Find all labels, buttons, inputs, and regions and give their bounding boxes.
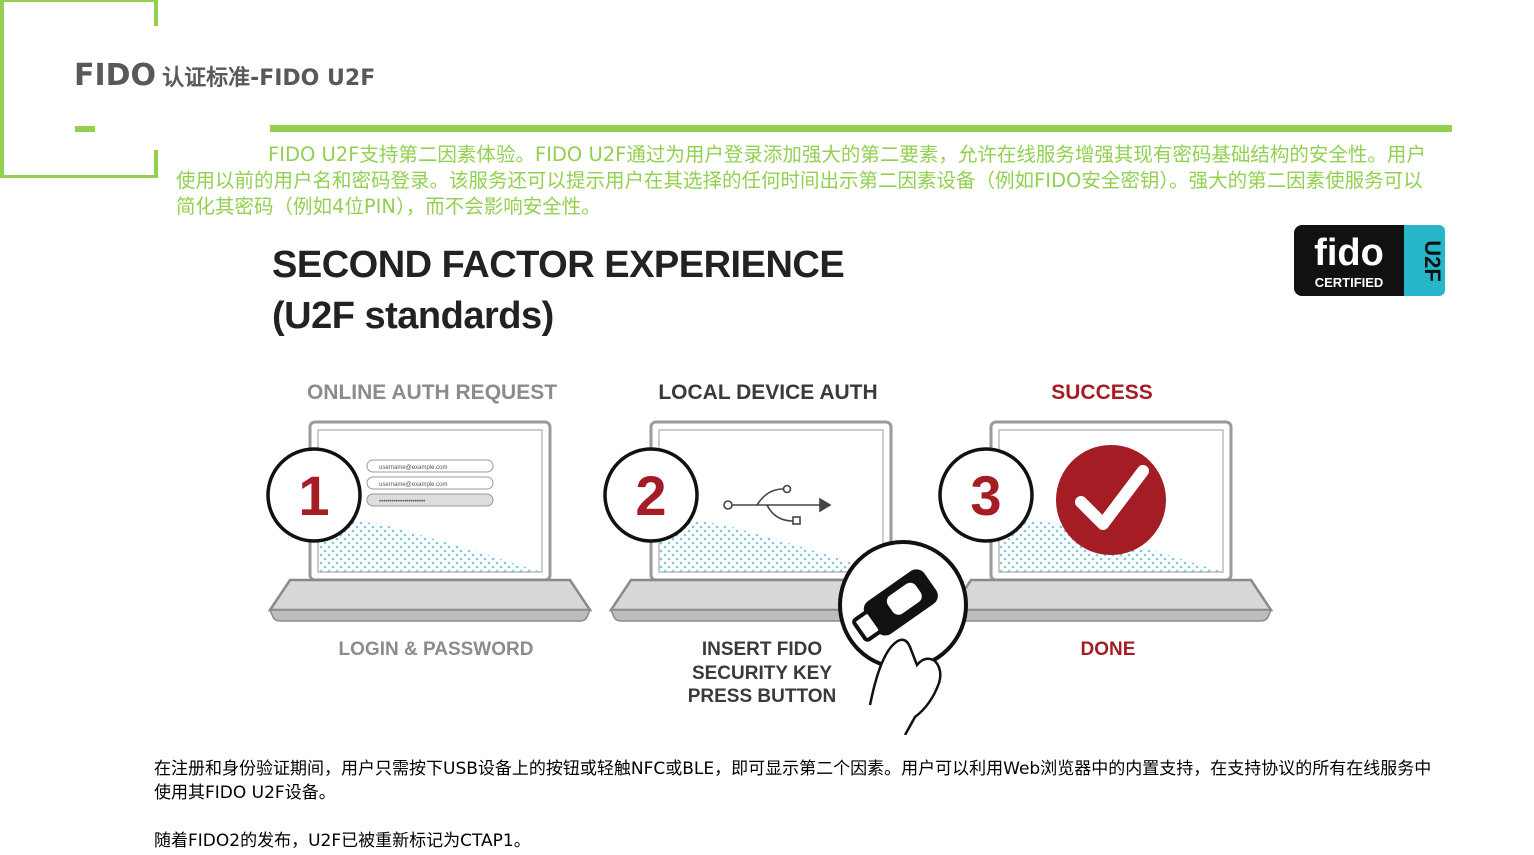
title-dash — [75, 126, 95, 132]
login-field-3: •••••••••••••••••••••• — [379, 499, 425, 505]
title-rule — [270, 125, 1452, 132]
badge-certified: CERTIFIED — [1315, 275, 1384, 290]
security-key-icon — [838, 540, 968, 735]
page-title-main: FIDO — [74, 58, 157, 93]
footer-paragraph-1: 在注册和身份验证期间，用户只需按下USB设备上的按钮或轻触NFC或BLE，即可显… — [154, 759, 1432, 803]
step-1-top-label: ONLINE AUTH REQUEST — [307, 381, 557, 404]
footer-paragraph-2: 随着FIDO2的发布，U2F已被重新标记为CTAP1。 — [154, 831, 531, 851]
page-title-sub: 认证标准-FIDO U2F — [162, 66, 376, 91]
fido-certified-badge: fido CERTIFIED U2F — [1294, 225, 1445, 296]
step-2-bottom-label-2: SECURITY KEY — [692, 663, 832, 684]
step-2-bottom-label-1: INSERT FIDO — [702, 639, 822, 660]
step-2-number: 2 — [635, 464, 666, 527]
success-check-icon — [1056, 445, 1166, 555]
laptop-3: 3 — [938, 420, 1274, 622]
laptop-1: username@example.com username@example.co… — [266, 420, 593, 622]
login-field-2: username@example.com — [379, 482, 447, 488]
diagram-heading-line2: (U2F standards) — [272, 295, 554, 337]
footer-text: 在注册和身份验证期间，用户只需按下USB设备上的按钮或轻触NFC或BLE，即可显… — [154, 757, 1444, 853]
badge-brand: fido — [1314, 232, 1384, 274]
frame-top — [0, 0, 157, 2]
step-3-top-label: SUCCESS — [1051, 381, 1153, 404]
u2f-diagram: SECOND FACTOR EXPERIENCE (U2F standards)… — [266, 225, 1445, 735]
badge-tag: U2F — [1420, 240, 1445, 282]
frame-bottom — [0, 175, 157, 178]
frame-bottom-corner — [154, 150, 158, 178]
usb-icon — [723, 484, 832, 525]
frame-left — [0, 0, 4, 178]
step-3-bottom-label: DONE — [1081, 639, 1136, 660]
laptop-2: 2 — [603, 420, 934, 622]
step-2-top-label: LOCAL DEVICE AUTH — [658, 381, 877, 404]
step-1-number: 1 — [298, 464, 329, 527]
step-3-number: 3 — [970, 464, 1001, 527]
step-1-bottom-label: LOGIN & PASSWORD — [339, 639, 534, 660]
frame-top-corner — [154, 0, 158, 26]
step-2-bottom-label-3: PRESS BUTTON — [688, 686, 837, 707]
diagram-heading-line1: SECOND FACTOR EXPERIENCE — [272, 244, 844, 286]
login-field-1: username@example.com — [379, 465, 447, 471]
intro-paragraph: FIDO U2F支持第二因素体验。FIDO U2F通过为用户登录添加强大的第二要… — [176, 143, 1426, 218]
